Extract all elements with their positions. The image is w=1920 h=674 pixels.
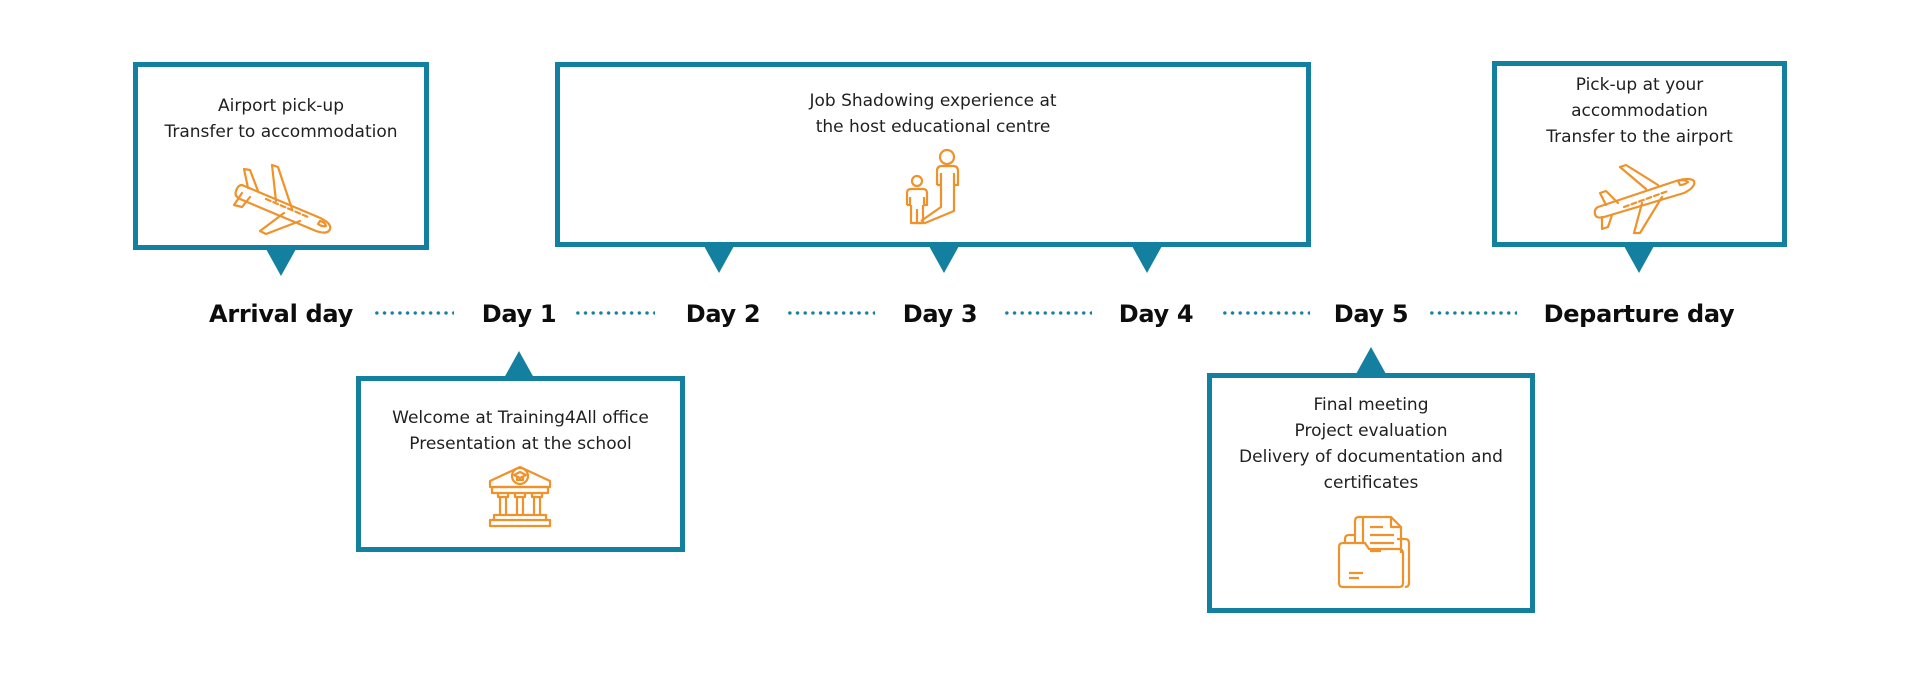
timeline-label-day-4: Day 4 (1118, 300, 1194, 328)
day4-pointer (1132, 246, 1162, 273)
day1-event-text: Welcome at Training4All office Presentat… (361, 405, 680, 457)
event-line: the host educational centre (815, 117, 1051, 137)
timeline-label-day-3: Day 3 (902, 300, 978, 328)
day3-pointer (929, 246, 959, 273)
job-shadowing-event-box: Job Shadowing experience at the host edu… (555, 62, 1311, 247)
event-line: accommodation (1571, 101, 1708, 121)
departure-event-box: Pick-up at your accommodation Transfer t… (1492, 61, 1787, 247)
arrival-event-text: Airport pick-up Transfer to accommodatio… (138, 93, 424, 145)
timeline-label-day-2: Day 2 (685, 300, 761, 328)
timeline-connector (373, 311, 454, 315)
event-line: Transfer to accommodation (164, 122, 398, 142)
timeline-label-day-5: Day 5 (1333, 300, 1409, 328)
timeline-label-departure-day: Departure day (1543, 300, 1735, 328)
event-line: Transfer to the airport (1546, 127, 1733, 147)
timeline-label-arrival-day: Arrival day (209, 300, 353, 328)
event-line: Delivery of documentation and (1239, 447, 1503, 467)
timeline-connector (1221, 311, 1310, 315)
mentor-shadow-icon (903, 148, 965, 225)
airplane-landing-icon (232, 159, 338, 236)
day2-pointer (704, 246, 734, 273)
departure-event-text: Pick-up at your accommodation Transfer t… (1497, 72, 1782, 150)
event-line: Job Shadowing experience at (809, 91, 1057, 111)
timeline-connector (1003, 311, 1092, 315)
event-line: Final meeting (1313, 395, 1429, 415)
event-line: Airport pick-up (218, 96, 344, 116)
event-line: certificates (1323, 473, 1419, 493)
arrival-event-box: Airport pick-up Transfer to accommodatio… (133, 62, 429, 250)
event-line: Project evaluation (1294, 421, 1448, 441)
timeline-connector (574, 311, 655, 315)
day5-event-text: Final meeting Project evaluation Deliver… (1212, 392, 1530, 496)
day1-pointer (504, 351, 534, 378)
timeline-connector (1428, 311, 1517, 315)
day5-pointer (1356, 347, 1386, 374)
folder-documents-icon (1337, 513, 1413, 589)
timeline-connector (786, 311, 875, 315)
day5-event-box: Final meeting Project evaluation Deliver… (1207, 373, 1535, 613)
timeline-label-day-1: Day 1 (481, 300, 557, 328)
arrival-pointer (266, 249, 296, 276)
job-shadowing-event-text: Job Shadowing experience at the host edu… (560, 88, 1306, 140)
school-building-icon (488, 463, 552, 528)
day1-event-box: Welcome at Training4All office Presentat… (356, 376, 685, 552)
event-line: Presentation at the school (409, 434, 632, 454)
departure-pointer (1624, 246, 1654, 273)
event-line: Pick-up at your (1575, 75, 1704, 95)
airplane-takeoff-icon (1592, 163, 1696, 235)
event-line: Welcome at Training4All office (392, 408, 649, 428)
